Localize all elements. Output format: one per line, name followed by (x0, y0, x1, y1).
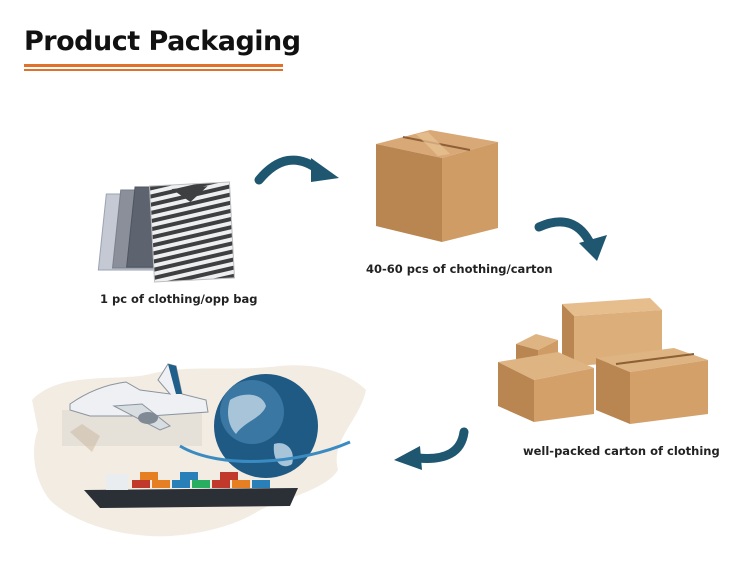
folded-clothing-icon (97, 181, 235, 283)
flow-arrow-icon (394, 427, 469, 470)
step-caption-opp-bag: 1 pc of clothing/opp bag (100, 292, 258, 306)
stacked-boxes-icon (498, 298, 708, 424)
cardboard-box-icon (376, 130, 498, 242)
step-caption-well-packed: well-packed carton of clothing (523, 444, 720, 458)
page-title: Product Packaging (24, 26, 301, 57)
flow-arrow-icon (254, 155, 339, 185)
flow-arrow-icon (534, 217, 607, 261)
title-underline-thin (24, 69, 283, 71)
global-shipping-icon (32, 363, 366, 537)
title-underline (24, 64, 283, 67)
step-caption-carton: 40-60 pcs of chothing/carton (366, 262, 553, 276)
